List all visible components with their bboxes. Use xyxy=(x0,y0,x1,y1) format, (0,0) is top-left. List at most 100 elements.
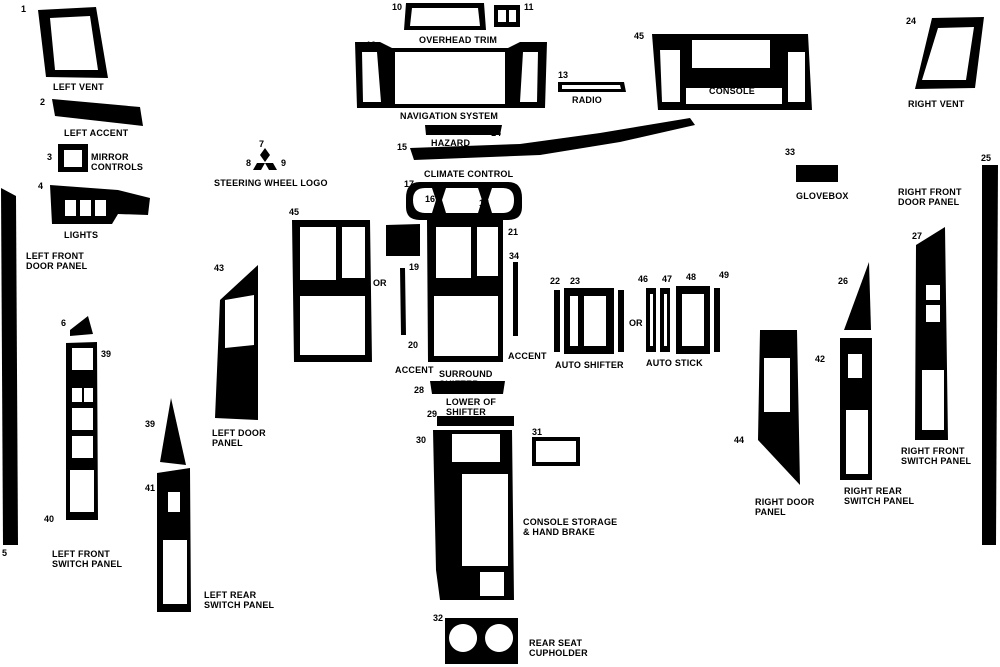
label-overhead-trim: OVERHEAD TRIM xyxy=(419,35,498,45)
callout-46: 46 xyxy=(638,274,649,284)
label-hazard: HAZARD xyxy=(431,138,471,148)
surround-shifter-part xyxy=(427,220,503,362)
part-11 xyxy=(494,5,520,27)
callout-11: 11 xyxy=(524,2,534,12)
label-left-vent: LEFT VENT xyxy=(53,82,104,92)
callout-48: 48 xyxy=(686,272,697,282)
callout-3: 3 xyxy=(47,152,53,162)
left-vent-part xyxy=(38,7,108,78)
callout-21: 21 xyxy=(508,227,519,237)
callout-12: 12 xyxy=(366,40,377,50)
center-console-part xyxy=(652,34,812,110)
label-glovebox: GLOVEBOX xyxy=(796,191,849,201)
label-console-storage: CONSOLE STORAGE & HAND BRAKE xyxy=(523,517,618,537)
callout-43: 43 xyxy=(214,263,225,273)
radio-part xyxy=(558,82,626,92)
label-right-door-panel: RIGHT DOOR PANEL xyxy=(755,497,815,517)
label-left-rear-switch-panel: LEFT REAR SWITCH PANEL xyxy=(204,590,275,610)
callout-19: 19 xyxy=(409,262,420,272)
label-lights: LIGHTS xyxy=(64,230,99,240)
lower-shifter-part xyxy=(430,381,505,394)
callout-7: 7 xyxy=(259,139,265,149)
right-rear-switch-panel-part xyxy=(840,338,872,480)
callout-29: 29 xyxy=(427,409,438,419)
right-rear-accent-part xyxy=(844,262,871,330)
callout-47: 47 xyxy=(662,274,673,284)
callout-17: 17 xyxy=(404,179,415,189)
callout-2: 2 xyxy=(40,97,46,107)
callout-15: 15 xyxy=(397,142,408,152)
callout-49: 49 xyxy=(719,270,730,280)
climate-strip-part xyxy=(410,118,695,160)
label-accent-right: ACCENT xyxy=(508,351,547,361)
callout-25: 25 xyxy=(981,153,992,163)
callout-4: 4 xyxy=(38,181,44,191)
console-storage-part xyxy=(433,430,514,600)
label-rear-seat-cupholder: REAR SEAT CUPHOLDER xyxy=(529,638,588,658)
callout-45a: 45 xyxy=(289,207,300,217)
callout-45b: 45 xyxy=(634,31,645,41)
label-left-front-switch-panel: LEFT FRONT SWITCH PANEL xyxy=(52,549,123,569)
label-accent-left: ACCENT xyxy=(395,365,434,375)
label-navigation-system: NAVIGATION SYSTEM xyxy=(400,111,499,121)
callout-6: 6 xyxy=(61,318,67,328)
callout-8: 8 xyxy=(246,158,252,168)
label-left-front-door-panel: LEFT FRONT DOOR PANEL xyxy=(26,251,88,271)
callout-24: 24 xyxy=(906,16,917,26)
label-mirror-controls: MIRROR CONTROLS xyxy=(91,152,144,172)
callout-30: 30 xyxy=(416,435,427,445)
left-rear-accent-part xyxy=(160,398,186,465)
callout-42: 42 xyxy=(815,354,826,364)
climate-control-part xyxy=(406,182,522,220)
right-front-switch-panel-part xyxy=(915,227,948,440)
callout-9: 9 xyxy=(281,158,287,168)
callout-33: 33 xyxy=(785,147,796,157)
callout-10: 10 xyxy=(392,2,403,12)
callout-31: 31 xyxy=(532,427,543,437)
label-climate-control: CLIMATE CONTROL xyxy=(424,169,514,179)
callout-23: 23 xyxy=(570,276,581,286)
callout-1: 1 xyxy=(21,4,27,14)
right-front-door-panel-part xyxy=(982,165,998,545)
label-radio: RADIO xyxy=(572,95,602,105)
label-or-1: OR xyxy=(373,278,387,288)
callout-26: 26 xyxy=(838,276,849,286)
label-steering-wheel-logo: STEERING WHEEL LOGO xyxy=(214,178,328,188)
left-front-door-panel-part xyxy=(1,188,18,545)
left-accent-part xyxy=(52,99,143,126)
callout-40: 40 xyxy=(44,514,55,524)
shifter-bezel-a-part xyxy=(292,220,372,362)
label-auto-shifter: AUTO SHIFTER xyxy=(555,360,624,370)
label-right-front-door-panel: RIGHT FRONT DOOR PANEL xyxy=(898,187,962,207)
left-door-panel-part xyxy=(215,265,258,420)
label-right-rear-switch-panel: RIGHT REAR SWITCH PANEL xyxy=(844,486,915,506)
callout-22: 22 xyxy=(550,276,561,286)
right-vent-part xyxy=(915,17,984,89)
callout-16: 16 xyxy=(425,194,436,204)
part-6 xyxy=(70,316,93,336)
label-lower-of-shifter: LOWER OF SHIFTER xyxy=(446,397,497,417)
label-right-vent: RIGHT VENT xyxy=(908,99,965,109)
auto-shifter-part xyxy=(554,288,624,354)
label-center-console: CENTER CONSOLE xyxy=(709,76,755,96)
navigation-system-part xyxy=(355,42,547,108)
hazard-part xyxy=(425,125,502,135)
overhead-trim-part xyxy=(404,3,486,30)
label-left-accent: LEFT ACCENT xyxy=(64,128,129,138)
callout-13: 13 xyxy=(558,70,569,80)
label-or-2: OR xyxy=(629,318,643,328)
label-right-front-switch-panel: RIGHT FRONT SWITCH PANEL xyxy=(901,446,972,466)
rear-cupholder-part xyxy=(445,618,518,664)
callout-39b: 39 xyxy=(145,419,156,429)
callout-41: 41 xyxy=(145,483,156,493)
callout-27: 27 xyxy=(912,231,923,241)
callout-34: 34 xyxy=(509,251,520,261)
callout-28: 28 xyxy=(414,385,425,395)
callout-32: 32 xyxy=(433,613,444,623)
left-rear-switch-panel-part xyxy=(157,468,191,612)
mirror-controls-part xyxy=(58,144,88,172)
part-29 xyxy=(437,416,514,426)
right-door-panel-part xyxy=(758,330,800,485)
